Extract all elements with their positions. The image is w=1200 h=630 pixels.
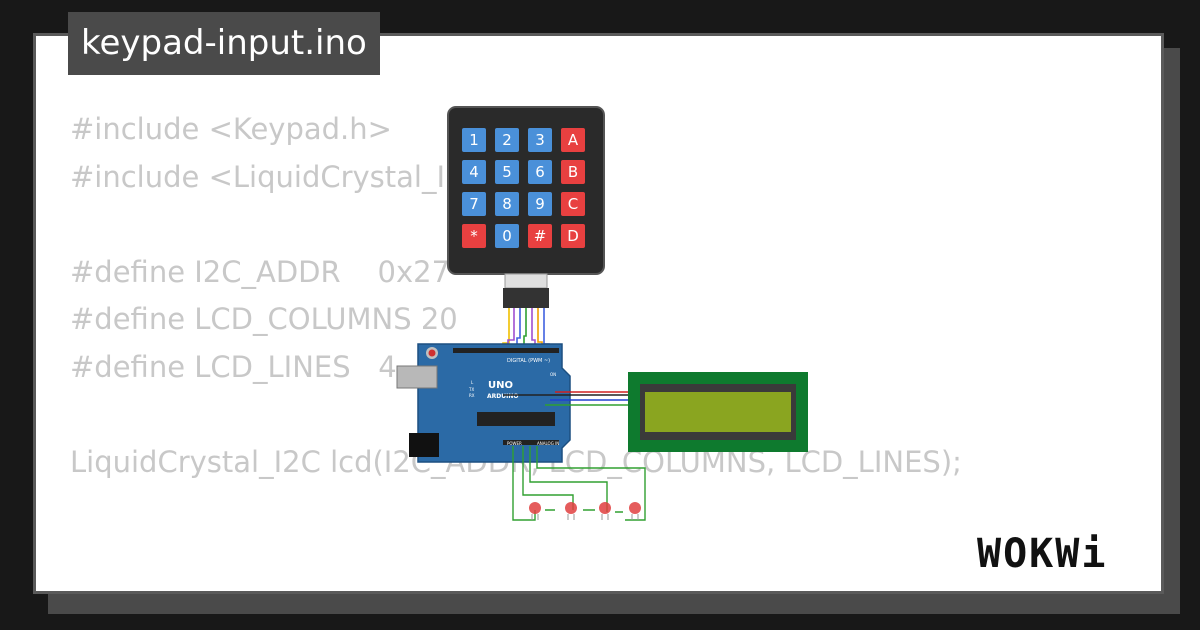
led[interactable] xyxy=(629,502,641,520)
keypad: 1 2 3 A 4 5 6 B 7 8 9 C * 0 # D xyxy=(447,106,605,308)
usb-port xyxy=(396,365,438,389)
keypad-key[interactable]: # xyxy=(528,224,552,248)
wokwi-logo[interactable]: WOKWi xyxy=(975,525,1150,577)
keypad-key[interactable]: * xyxy=(462,224,486,248)
keypad-key-label: A xyxy=(568,131,579,149)
l-label: L xyxy=(471,380,474,385)
keypad-connector xyxy=(503,273,549,308)
code-line: #include <Keypad.h> xyxy=(70,112,392,146)
keypad-key-label: 8 xyxy=(502,195,512,213)
code-line: #define LCD_COLUMNS 20 xyxy=(70,302,458,336)
arduino-board xyxy=(417,343,571,463)
analog-header xyxy=(503,440,559,445)
keypad-key[interactable]: 1 xyxy=(462,128,486,152)
keypad-key-label: 6 xyxy=(535,163,545,181)
led[interactable] xyxy=(599,502,611,520)
keypad-key[interactable]: 3 xyxy=(528,128,552,152)
keypad-key-label: 0 xyxy=(502,227,512,245)
keypad-key[interactable]: 9 xyxy=(528,192,552,216)
lcd-display xyxy=(628,372,808,452)
keypad-key-label: C xyxy=(568,195,578,213)
keypad-key[interactable]: 5 xyxy=(495,160,519,184)
keypad-key-label: B xyxy=(568,163,578,181)
arduino-logo: UNO xyxy=(488,380,513,391)
lcd-screen xyxy=(645,392,791,432)
file-title: keypad-input.ino xyxy=(68,12,380,75)
arduino-uno: DIGITAL (PWM ~) UNO ARDUINO POWER ANALOG… xyxy=(396,343,571,463)
arduino-brand: ARDUINO xyxy=(487,393,518,400)
code-line: #define I2C_ADDR 0x27 xyxy=(70,254,451,289)
keypad-key[interactable]: 7 xyxy=(462,192,486,216)
keypad-key-label: D xyxy=(567,227,579,245)
digital-label: DIGITAL (PWM ~) xyxy=(507,358,550,364)
keypad-key-label: 4 xyxy=(469,163,479,181)
atmega-chip xyxy=(477,412,555,426)
code-line: #define LCD_LINES 4 xyxy=(70,349,397,384)
keypad-key-label: * xyxy=(470,227,478,245)
keypad-key-label: 9 xyxy=(535,195,545,213)
analog-label: ANALOG IN xyxy=(537,441,559,446)
keypad-key-label: 7 xyxy=(469,195,479,213)
keypad-key-label: 5 xyxy=(502,163,512,181)
keypad-key[interactable]: 8 xyxy=(495,192,519,216)
keypad-key-label: 3 xyxy=(535,131,545,149)
keypad-key[interactable]: 4 xyxy=(462,160,486,184)
on-label: ON xyxy=(550,372,556,377)
power-jack xyxy=(409,433,439,457)
led-group xyxy=(529,502,641,520)
keypad-key[interactable]: 6 xyxy=(528,160,552,184)
keypad-key[interactable]: C xyxy=(561,192,585,216)
keypad-key-label: # xyxy=(534,227,547,245)
led[interactable] xyxy=(529,502,541,520)
rx-label: RX xyxy=(469,393,475,398)
power-label: POWER xyxy=(507,441,522,446)
tx-label: TX xyxy=(468,387,474,392)
code-line xyxy=(70,534,962,582)
keypad-key[interactable]: 0 xyxy=(495,224,519,248)
keypad-key-label: 2 xyxy=(502,131,512,149)
logo-text: WOKWi xyxy=(977,531,1107,577)
keypad-key[interactable]: D xyxy=(561,224,585,248)
lcd-wires xyxy=(503,391,635,406)
keypad-key[interactable]: B xyxy=(561,160,585,184)
circuit-diagram: 1 2 3 A 4 5 6 B 7 8 9 C * 0 # D DIGITAL (PWM ~) UNO ARD… xyxy=(396,106,808,521)
reset-button xyxy=(428,349,436,357)
keypad-key[interactable]: A xyxy=(561,128,585,152)
led[interactable] xyxy=(565,502,577,520)
digital-header xyxy=(453,348,559,353)
code-line: const uint8_t ROWS = 4; xyxy=(70,581,962,591)
keypad-key-label: 1 xyxy=(469,131,479,149)
keypad-key[interactable]: 2 xyxy=(495,128,519,152)
